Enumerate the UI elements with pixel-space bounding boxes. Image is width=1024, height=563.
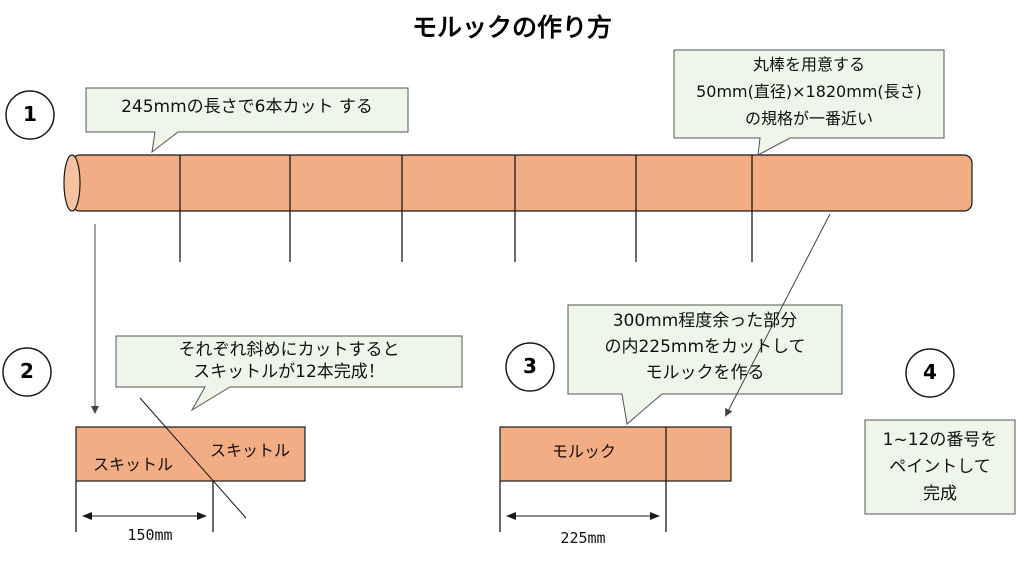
skittle-label-right: スキットル [209, 441, 290, 460]
callout-leftover-line1: 300mm程度余った部分 [612, 311, 798, 331]
callout-cut6-bubble [85, 87, 409, 154]
callout-diagonal-line2: スキットルが12本完成！ [193, 362, 385, 382]
callout-diagonal-bubble [115, 335, 463, 412]
molkky-dimension-label: 225mm [560, 529, 606, 547]
skittle-label-left: スキットル [92, 455, 173, 474]
molkky-block [499, 426, 732, 482]
skittle-dim-head-left [82, 512, 92, 520]
arrow-to-molkky [725, 213, 831, 417]
skittle-dim-head-right [197, 512, 207, 520]
step-3-number: 3 [523, 354, 537, 378]
callout-paint-line2: ペイントして [889, 457, 991, 477]
skittle-dimension-label: 150mm [127, 526, 173, 544]
step-4-number: 4 [923, 360, 937, 384]
step-4-circle [905, 348, 955, 398]
callout-rod-line1: 丸棒を用意する [752, 55, 865, 74]
step-1-number: 1 [23, 102, 37, 126]
step-2-circle [2, 347, 52, 397]
callout-paint-line1: 1~12の番号を [882, 430, 998, 450]
callout-diagonal-line1: それぞれ斜めにカットすると [178, 340, 400, 360]
skittle-block [75, 426, 306, 482]
page-title: モルックの作り方 [411, 13, 612, 42]
step-3-circle [505, 342, 555, 392]
wooden-rod [71, 154, 973, 212]
skittle-diagonal-cut [139, 397, 247, 519]
molkky-label: モルック [551, 442, 616, 461]
step-1-circle [5, 90, 55, 140]
rod-end-cap [63, 154, 81, 212]
callout-rod-line2: 50mm(直径)×1820mm(長さ) [696, 82, 922, 101]
callout-leftover-line3: モルックを作る [645, 363, 765, 383]
callout-rod-bubble [673, 49, 945, 156]
callout-leftover-line2: の内225mmをカットして [604, 337, 806, 357]
step-2-number: 2 [20, 359, 34, 383]
callout-leftover-bubble [567, 304, 843, 425]
callout-paint-line3: 完成 [923, 484, 957, 504]
molkky-dim-head-right [650, 512, 660, 520]
callout-paint-box [864, 419, 1016, 515]
callout-cut6-text: 245mmの長さで6本カット する [121, 97, 373, 117]
molkky-dim-head-left [506, 512, 516, 520]
callout-rod-line3: の規格が一番近い [744, 109, 873, 128]
